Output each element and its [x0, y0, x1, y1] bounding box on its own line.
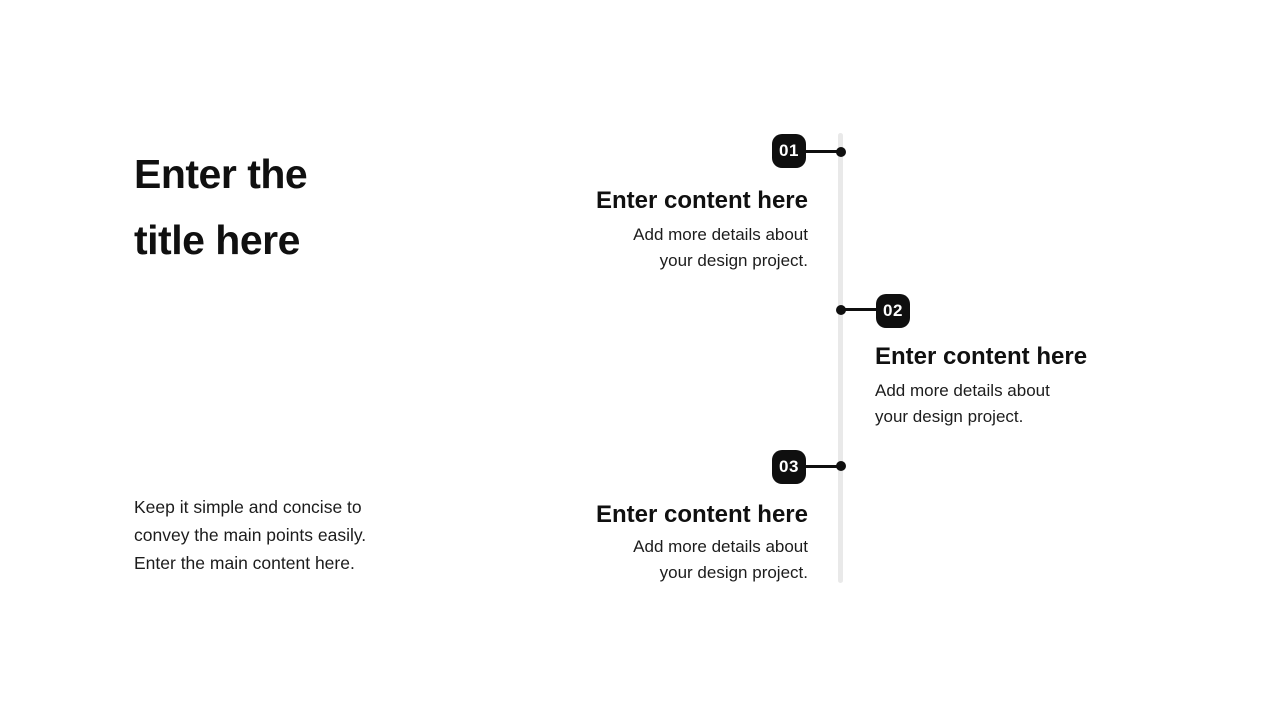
slide-description-line: Enter the main content here.	[134, 553, 355, 573]
timeline-item-body-line: your design project.	[875, 407, 1024, 426]
timeline-badge-03: 03	[772, 450, 806, 484]
slide-title: Enter the title here	[134, 151, 308, 263]
slide-description-line: Keep it simple and concise to	[134, 497, 362, 517]
timeline-item-body-02: Add more details about your design proje…	[875, 378, 1050, 430]
timeline-item-body-line: your design project.	[659, 563, 808, 582]
timeline-item-body-line: Add more details about	[875, 381, 1050, 400]
timeline-dot-02	[836, 305, 846, 315]
timeline-badge-01: 01	[772, 134, 806, 168]
timeline-spine	[838, 133, 843, 583]
timeline-connector-03	[805, 465, 842, 468]
slide-description-line: convey the main points easily.	[134, 525, 367, 545]
timeline-connector-02	[841, 308, 877, 311]
slide-description: Keep it simple and concise to convey the…	[134, 493, 366, 577]
timeline-item-body-03: Add more details about your design proje…	[633, 534, 808, 586]
timeline-item-heading-03: Enter content here	[595, 501, 808, 528]
timeline-dot-01	[836, 147, 846, 157]
timeline-connector-01	[805, 150, 842, 153]
timeline-dot-03	[836, 461, 846, 471]
timeline-item-body-line: Add more details about	[633, 537, 808, 556]
timeline-item-body-line: your design project.	[659, 251, 808, 270]
timeline-item-body-line: Add more details about	[633, 225, 808, 244]
timeline-item-heading-02: Enter content here	[875, 343, 1088, 370]
timeline-item-heading-01: Enter content here	[595, 187, 808, 214]
timeline-item-body-01: Add more details about your design proje…	[633, 222, 808, 274]
timeline-badge-02: 02	[876, 294, 910, 328]
